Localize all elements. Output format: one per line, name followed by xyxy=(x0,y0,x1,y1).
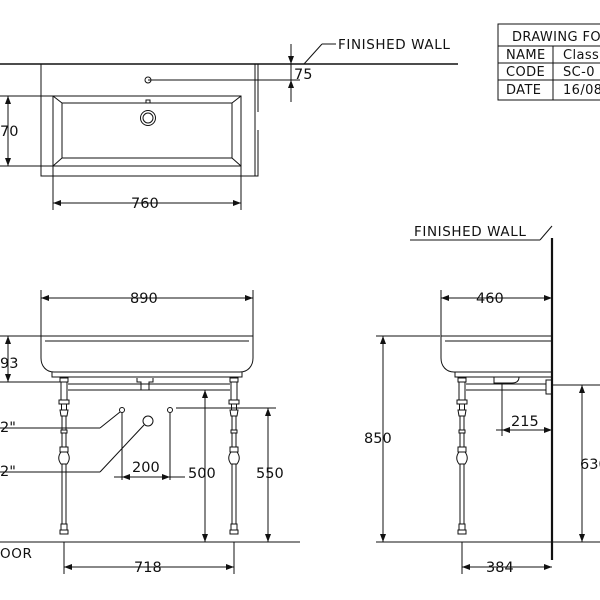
title-block-heading: DRAWING FO xyxy=(512,30,600,45)
dim-side-height: 630 xyxy=(580,457,600,473)
dim-front-hole-2: 2" xyxy=(0,464,16,480)
dim-side-depth: 460 xyxy=(476,291,504,307)
top-view: FINISHED WALL 75 70 760 xyxy=(0,37,458,212)
overall-height-dim: 850 xyxy=(364,335,440,543)
title-block-date-key: DATE xyxy=(506,83,541,98)
front-floor-label: OOR xyxy=(0,546,32,562)
dim-front-hole-1: 2" xyxy=(0,420,16,436)
top-view-wall-label: FINISHED WALL xyxy=(338,37,450,53)
dim-side-trap: 215 xyxy=(511,414,539,430)
drain-outer xyxy=(140,110,156,126)
side-view: FINISHED WALL 460 215 630 xyxy=(410,224,600,576)
dim-side-leg-offset: 384 xyxy=(486,560,514,576)
front-drain xyxy=(142,415,154,427)
front-view: OOR 890 93 2" 2" 200 500 xyxy=(0,290,300,576)
dim-top-wall-offset: 75 xyxy=(294,67,312,83)
front-hole-left xyxy=(119,407,125,413)
dim-front-leg-spacing: 718 xyxy=(134,560,162,576)
title-block-date-value: 16/08 xyxy=(563,83,600,98)
side-view-wall-label: FINISHED WALL xyxy=(414,224,526,240)
title-block-code-key: CODE xyxy=(506,65,545,80)
dim-front-rail-height: 500 xyxy=(188,466,216,482)
title-block: DRAWING FO NAME Class CODE SC-0 DATE 16/… xyxy=(497,23,600,101)
title-block-name-value: Class xyxy=(563,48,599,63)
front-leg-right xyxy=(228,377,240,535)
dim-front-hole-height: 550 xyxy=(256,466,284,482)
dim-top-basin-width: 760 xyxy=(131,196,159,212)
drain-inner xyxy=(142,112,154,124)
front-leg-left xyxy=(58,377,70,535)
dim-front-basin-height: 93 xyxy=(0,356,18,372)
dim-front-width: 890 xyxy=(130,291,158,307)
dim-front-hole-spacing: 200 xyxy=(132,460,160,476)
title-block-name-key: NAME xyxy=(506,48,546,63)
front-hole-right xyxy=(167,407,173,413)
dim-total-height: 850 xyxy=(364,431,392,447)
dim-top-depth: 70 xyxy=(0,124,18,140)
side-leg xyxy=(456,377,468,535)
title-block-code-value: SC-0 xyxy=(563,65,595,80)
